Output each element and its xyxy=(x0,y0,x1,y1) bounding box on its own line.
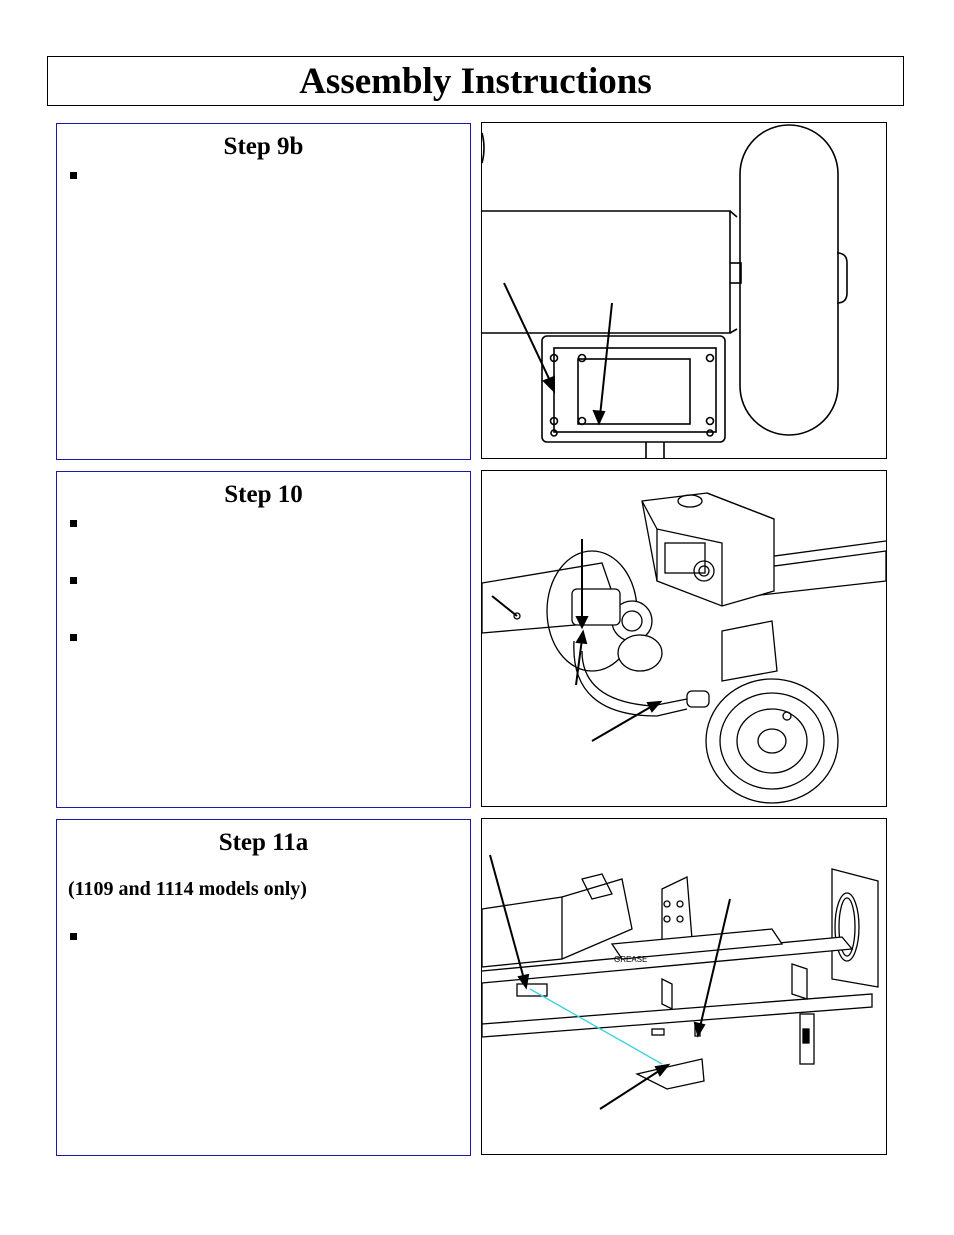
bullet-icon xyxy=(70,933,77,940)
wheel-plate-illustration xyxy=(482,124,848,458)
bullet-icon xyxy=(70,577,77,584)
bullet-icon xyxy=(70,172,77,179)
bullet-icon xyxy=(70,520,77,527)
step-title: Step 10 xyxy=(224,481,303,508)
step-title: Step 11a xyxy=(218,829,309,856)
bullet-icon xyxy=(70,634,77,641)
step-11a-panel: Step 11a (1109 and 1114 models only) xyxy=(56,819,471,1156)
step-10-figure xyxy=(481,470,887,807)
beam-guard-illustration: GREASE xyxy=(482,854,879,1110)
step-subtitle: (1109 and 1114 models only) xyxy=(68,878,307,900)
page-title-box: Assembly Instructions xyxy=(47,56,904,106)
grease-decal-text: GREASE xyxy=(614,955,647,964)
step-11a-figure: GREASE xyxy=(481,818,887,1155)
step-title: Step 9b xyxy=(223,133,304,160)
step-9b-figure xyxy=(481,122,887,459)
page-title: Assembly Instructions xyxy=(299,61,652,102)
step-9b-panel: Step 9b xyxy=(56,123,471,460)
step-10-panel: Step 10 xyxy=(56,471,471,808)
engine-pump-illustration xyxy=(482,492,886,804)
